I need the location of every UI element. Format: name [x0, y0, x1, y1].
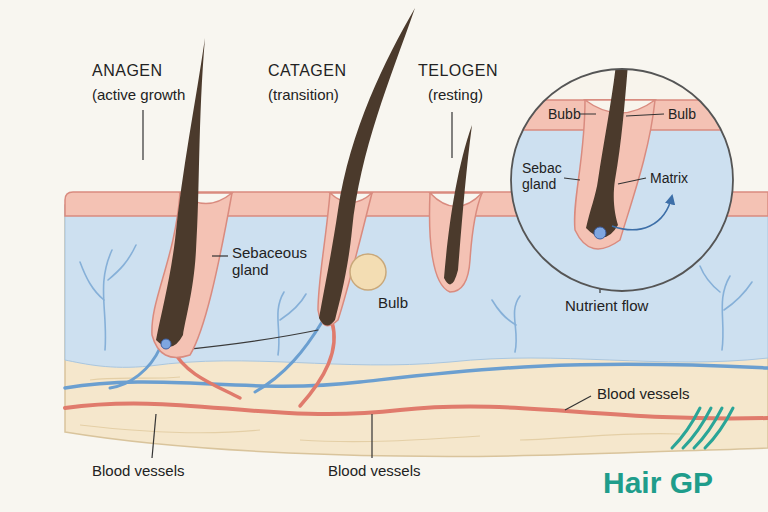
leader-lines [212, 255, 228, 256]
blood-vessels [300, 322, 334, 406]
stage-heading: TELOGEN [418, 62, 498, 80]
inset-illustration [505, 64, 745, 304]
logo-mark [672, 408, 733, 448]
fat-texture [80, 425, 260, 433]
dermal-capillaries [80, 262, 104, 300]
dermal-capillaries [280, 294, 306, 320]
fat-texture [80, 377, 680, 442]
inset-illustration [618, 178, 646, 184]
logo-mark [705, 408, 733, 448]
leader-lines [565, 396, 591, 410]
follicle-sheaths [152, 193, 482, 358]
stage-heading: CATAGEN [268, 62, 346, 80]
inset-illustration [612, 196, 672, 230]
inset-label: Bulb [668, 106, 696, 122]
leader-lines [143, 110, 600, 458]
hair-shafts [156, 38, 205, 347]
blood-vessels [180, 330, 318, 350]
hair-shafts [319, 8, 415, 326]
stage-subheading: (active growth [92, 86, 185, 103]
inset-circle: Bubb BulbSebac gland Matrix [510, 68, 734, 292]
dermal-capillaries [700, 266, 720, 292]
stage-heading: ANAGEN [92, 62, 163, 80]
inset-illustration [594, 227, 606, 239]
dermal-capillaries [278, 292, 284, 355]
papilla-dot [161, 339, 171, 349]
inset-illustration [626, 114, 664, 116]
inset-illustration [505, 64, 745, 304]
dermal-capillaries [722, 276, 730, 350]
logo-mark [683, 408, 711, 448]
inset-illustration [564, 114, 664, 184]
dermal-capillaries [492, 300, 516, 325]
part-label: Sebaceous gland [232, 244, 318, 279]
inset-illustration [564, 178, 580, 180]
inset-illustration [580, 113, 596, 114]
inset-label: Sebac gland [522, 160, 572, 192]
leader-lines [142, 110, 143, 160]
leader-lines [371, 414, 372, 458]
blood-vessels [110, 348, 160, 388]
dermal-capillaries [724, 282, 752, 310]
hair-shafts [156, 8, 472, 347]
part-label: Blood vessels [328, 462, 421, 479]
stage-subheading: (transition) [268, 86, 339, 103]
blood-vessels [65, 404, 768, 419]
stage-subheading: (resting) [428, 86, 483, 103]
dermal-capillaries [108, 245, 136, 280]
logo-mark [694, 408, 722, 448]
leader-lines [152, 414, 156, 458]
follicle-openings [180, 193, 482, 207]
blood-vessels [255, 322, 322, 392]
hair-shafts [444, 125, 472, 284]
inset-outline [511, 69, 733, 291]
logo-text: Hair GP [603, 466, 713, 501]
part-label: Blood vessels [595, 385, 692, 402]
sebaceous-gland [350, 254, 386, 290]
inset-illustration [586, 64, 628, 237]
part-label: Blood vessels [92, 462, 185, 479]
leader-lines [451, 112, 452, 158]
fat-texture [300, 436, 480, 442]
part-label: Nutrient flow [565, 297, 648, 314]
inset-label: Matrix [650, 170, 688, 186]
logo-mark [672, 408, 700, 448]
inset-label: Bubb [548, 106, 581, 122]
part-label: Bulb [378, 294, 408, 311]
fat-texture [520, 434, 680, 440]
